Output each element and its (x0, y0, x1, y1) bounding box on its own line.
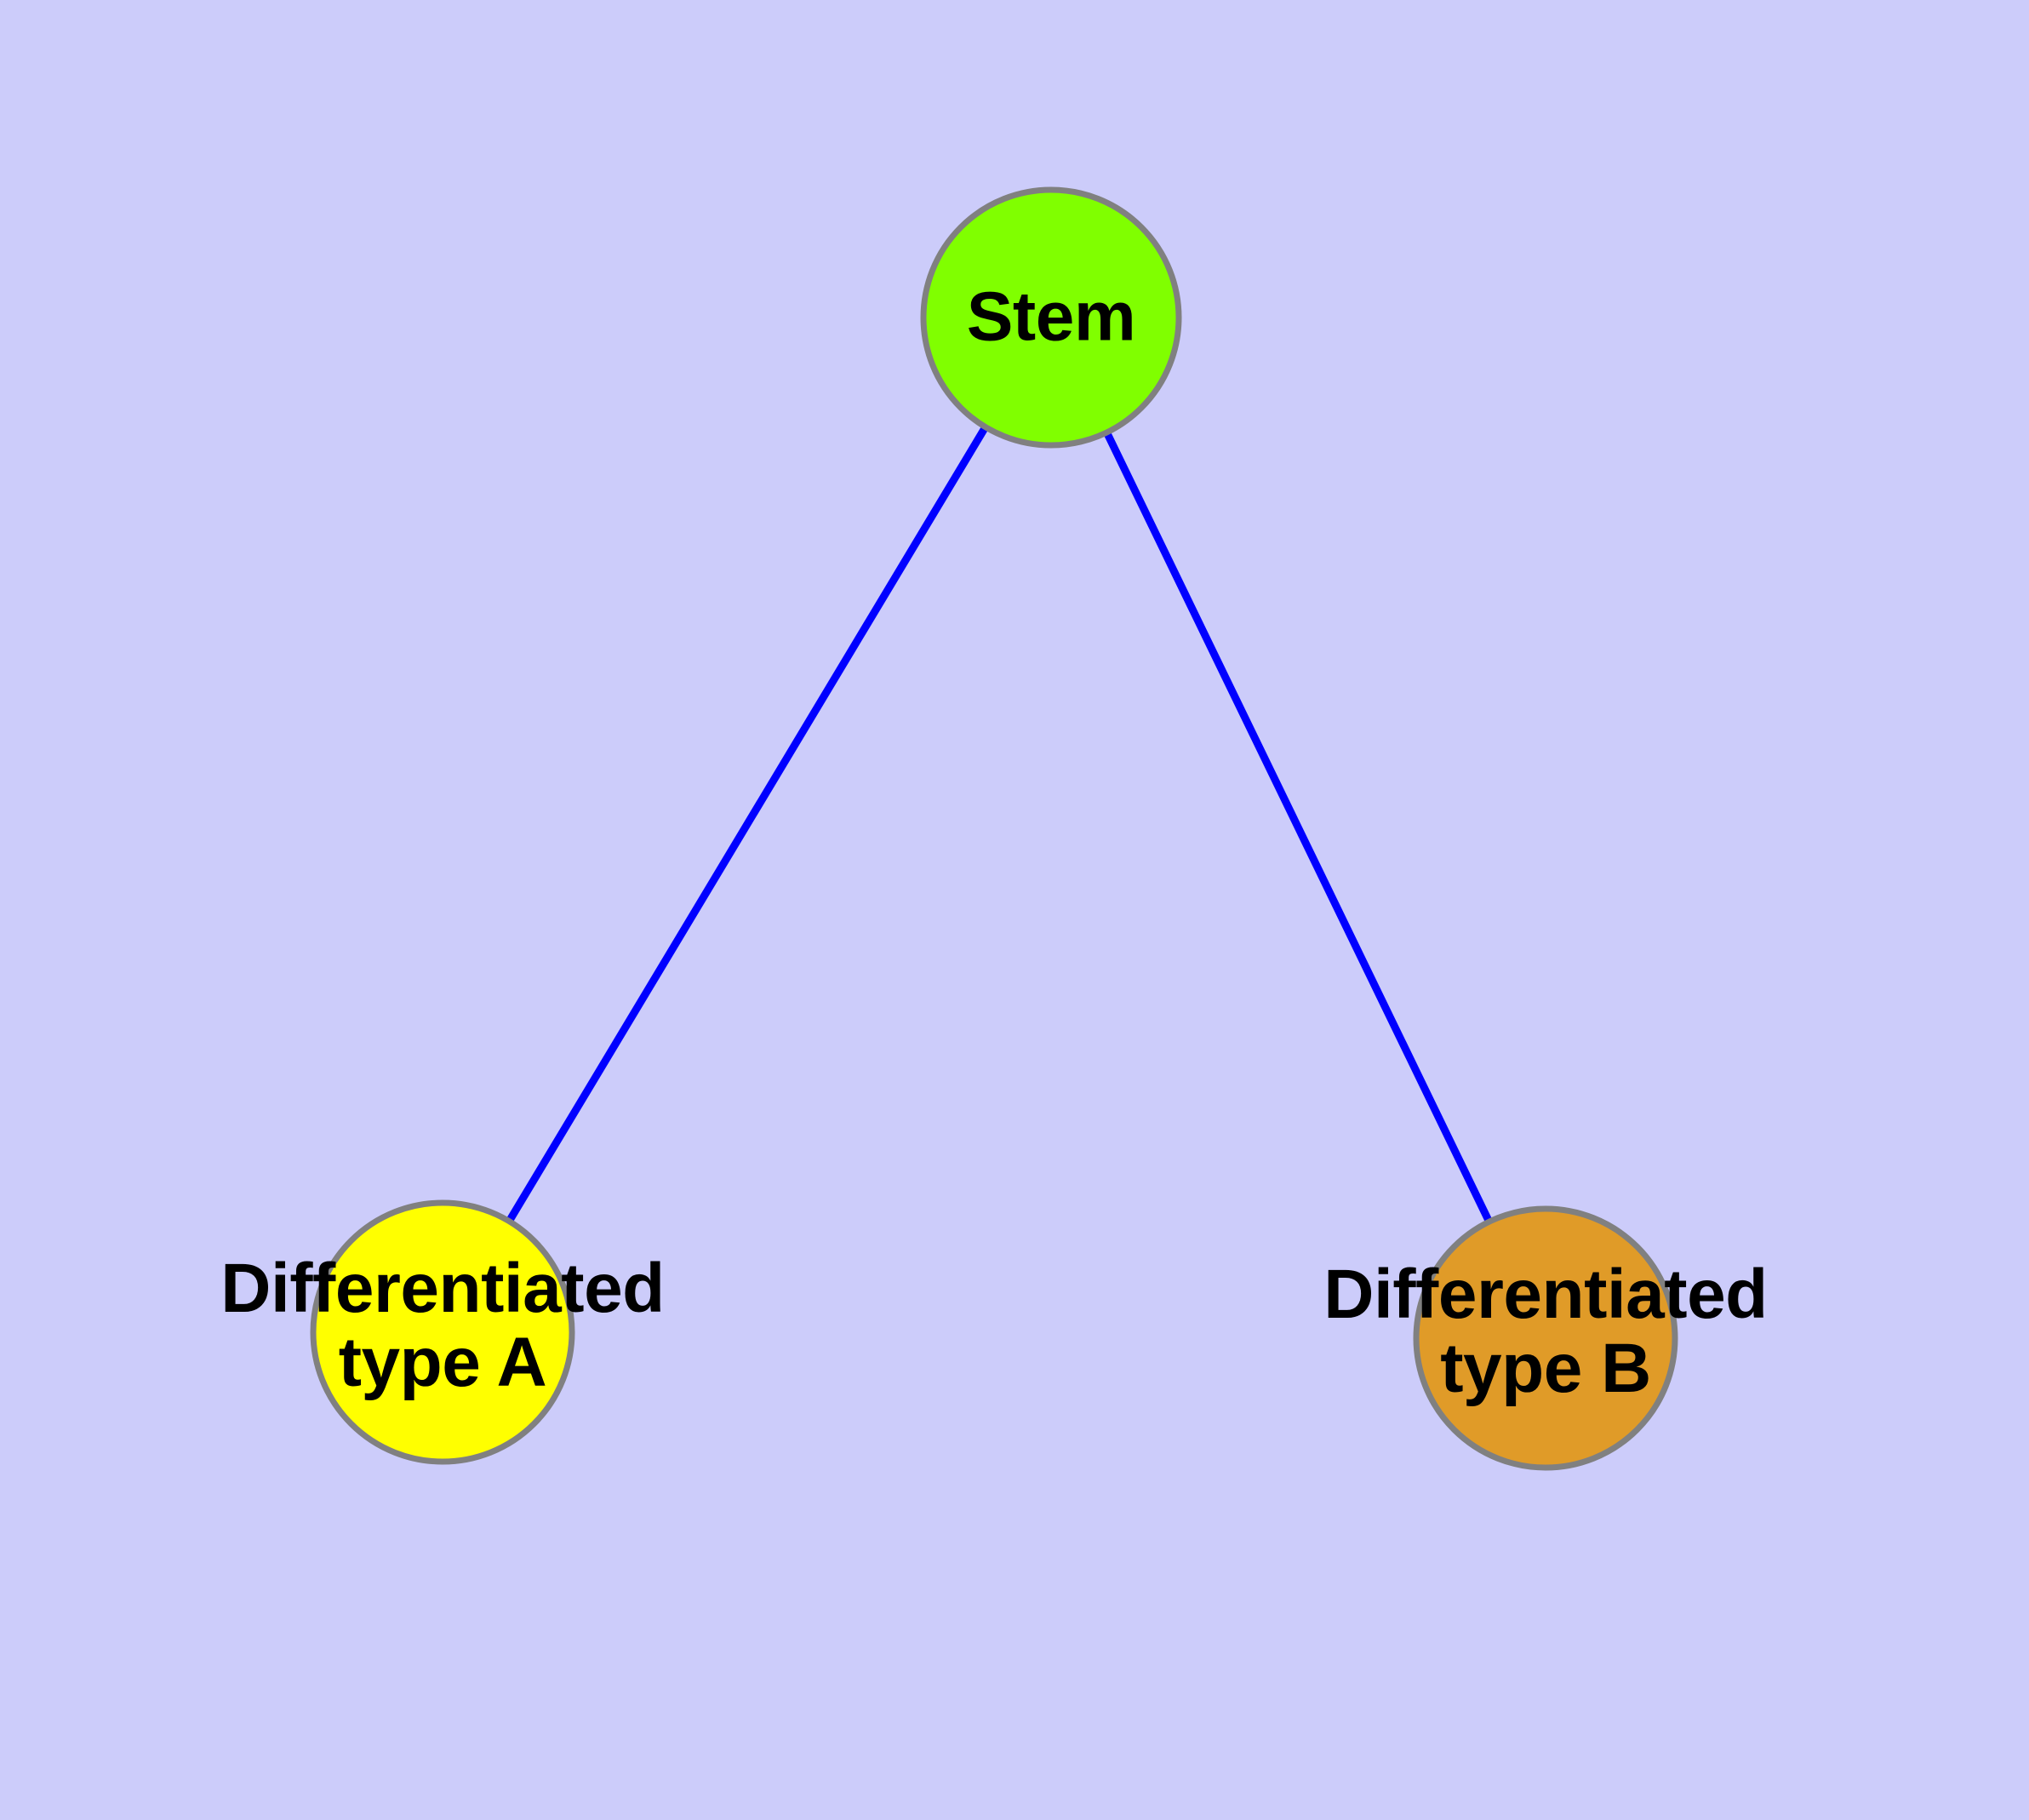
nodes-layer (310, 186, 1678, 1471)
node-stem[interactable] (920, 186, 1182, 449)
node-diff-type-a[interactable] (310, 1199, 575, 1465)
node-diff-type-b[interactable] (1413, 1205, 1678, 1471)
edges-layer (439, 315, 1550, 1340)
edge-stem-to-a (439, 315, 1055, 1335)
edge-stem-to-b (1047, 316, 1550, 1340)
